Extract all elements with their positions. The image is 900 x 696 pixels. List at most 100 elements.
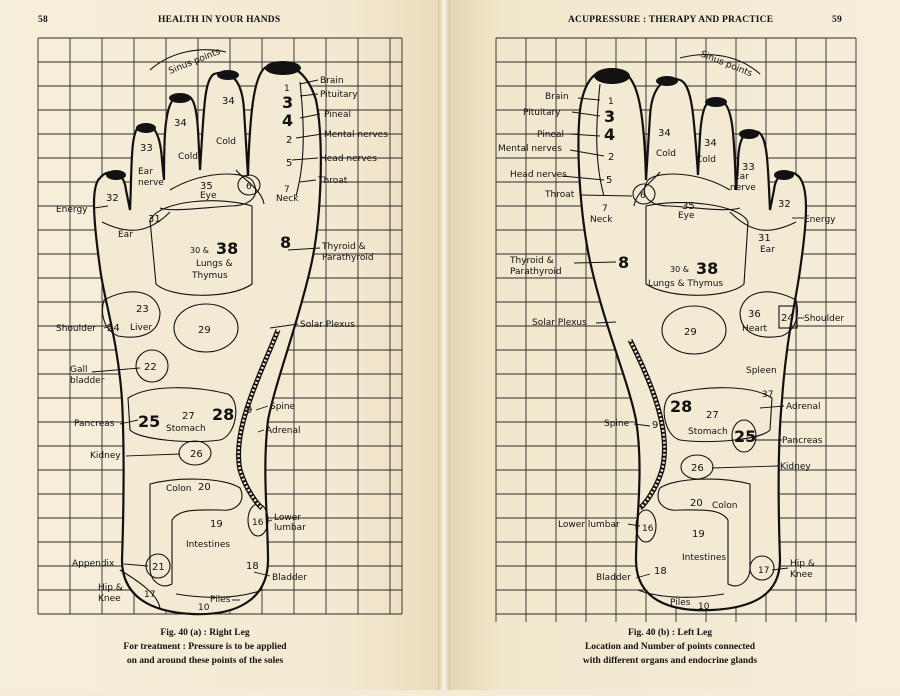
left-point-38: 38: [216, 239, 238, 258]
right-point-37: 37: [762, 390, 773, 400]
right-knee-label: Knee: [790, 570, 813, 580]
left-point-19: 19: [210, 519, 223, 530]
left-point-28: 28: [212, 405, 234, 424]
right-point-19: 19: [692, 529, 705, 540]
left-point-17: 17: [144, 590, 155, 600]
left-head-nerves-label: Head nerves: [320, 154, 377, 164]
right-point-33: 33: [742, 162, 755, 173]
left-piles-label: Piles: [210, 595, 231, 605]
right-point-28: 28: [670, 397, 692, 416]
left-point-9: 9: [246, 405, 252, 416]
right-thyroid-label: Thyroid &: [509, 256, 554, 266]
left-point-1: 1: [284, 84, 290, 94]
right-leg-sole-chart: Sinus points Brain Pituitary Pineal Ment…: [37, 37, 403, 616]
left-page-number: 58: [38, 15, 48, 25]
right-intestines-label: Intestines: [682, 553, 726, 563]
right-point-16: 16: [642, 524, 654, 534]
right-zones: [596, 83, 799, 598]
right-point-20: 20: [690, 498, 703, 509]
right-point-27: 27: [706, 410, 719, 421]
left-energy-label: Energy: [56, 205, 88, 215]
right-point-35: 35: [682, 201, 695, 212]
right-spine-label: Spine: [604, 419, 630, 429]
left-brain-label: Brain: [320, 76, 344, 86]
right-adrenal-label: Adrenal: [786, 402, 820, 412]
left-point-35: 35: [200, 181, 213, 192]
left-point-4: 4: [282, 111, 293, 130]
left-caption-line-3: on and around these points of the soles: [126, 656, 284, 666]
left-lumbar-label: lumbar: [274, 523, 306, 533]
right-hip-label: Hip &: [790, 559, 815, 569]
left-solar-label: Solar Plexus: [300, 320, 355, 330]
right-spleen-label: Spleen: [746, 366, 777, 376]
left-intestines-label: Intestines: [186, 540, 230, 550]
left-running-head: HEALTH IN YOUR HANDS: [158, 15, 281, 25]
right-heart-label: Heart: [742, 324, 768, 334]
right-pancreas-label: Pancreas: [782, 436, 823, 446]
left-point-21: 21: [152, 562, 165, 573]
right-point-2: 2: [608, 152, 614, 163]
left-throat-label: Throat: [317, 176, 348, 186]
right-ear-label: Ear: [760, 245, 775, 255]
right-point-17: 17: [758, 566, 769, 576]
right-running-head: ACUPRESSURE : THERAPY AND PRACTICE: [568, 15, 774, 25]
left-leader-lines: [91, 79, 323, 601]
left-point-25: 25: [138, 412, 160, 431]
left-thymus-label: Thymus: [191, 271, 228, 281]
right-solar-label: Solar Plexus: [532, 318, 587, 328]
right-point-29: 29: [684, 327, 697, 338]
right-neck-label: Neck: [590, 215, 613, 225]
right-lungs-label: Lungs & Thymus: [648, 279, 723, 289]
left-lungs-label: Lungs &: [196, 259, 233, 269]
left-adrenal-label: Adrenal: [266, 426, 300, 436]
right-mental-label: Mental nerves: [498, 144, 562, 154]
right-caption-line-1: Fig. 40 (b) : Left Leg: [628, 628, 712, 638]
left-thyroid-label: Thyroid &: [321, 242, 366, 252]
right-energy-label: Energy: [804, 215, 836, 225]
left-point-29: 29: [198, 325, 211, 336]
right-page-number: 59: [832, 15, 842, 25]
left-figure-caption: Fig. 40 (a) : Right Leg For treatment : …: [100, 626, 310, 668]
left-point-23: 23: [136, 304, 149, 315]
right-point-5: 5: [606, 175, 612, 186]
left-point-34b: 34: [222, 96, 235, 107]
right-point-24: 24: [781, 313, 794, 324]
left-point-8: 8: [280, 233, 291, 252]
left-point-16: 16: [252, 518, 264, 528]
left-point-31: 31: [148, 214, 161, 225]
left-bladder-label: Bladder: [272, 573, 307, 583]
left-knee-label: Knee: [98, 594, 121, 604]
right-point-numbers: 1 3 4 2 5 6 7 8 9 10 16 17 18 19 20 24 2…: [602, 97, 794, 612]
left-kidney-label: Kidney: [90, 451, 121, 461]
left-point-32: 32: [106, 193, 119, 204]
right-point-9: 9: [652, 420, 658, 431]
right-point-25: 25: [734, 427, 756, 446]
right-point-18: 18: [654, 566, 667, 577]
right-eye-label: Eye: [678, 211, 695, 221]
left-lower-label: Lower: [274, 513, 301, 523]
left-point-3: 3: [282, 93, 293, 112]
left-hip-label: Hip &: [98, 583, 123, 593]
left-colon-label: Colon: [166, 484, 192, 494]
left-point-18: 18: [246, 561, 259, 572]
right-point-7: 7: [602, 204, 608, 214]
right-30-label: 30 &: [670, 265, 689, 274]
left-point-numbers: 1 3 4 2 5 6 7 8 9 10 16 17 18 19 20 21 2…: [106, 84, 293, 613]
right-caption-line-3: with different organs and endocrine glan…: [582, 656, 758, 666]
left-cold-label-b: Cold: [216, 137, 236, 147]
right-brain-label: Brain: [545, 92, 569, 102]
right-lower-label: Lower lumbar: [558, 520, 620, 530]
right-point-1: 1: [608, 97, 614, 107]
left-point-5: 5: [286, 158, 292, 169]
left-ear-nerve-label-1: Ear: [138, 167, 153, 177]
left-shoulder-label: Shoulder: [56, 324, 96, 334]
left-liver-label: Liver: [130, 323, 152, 333]
right-caption-line-2: Location and Number of points connected: [584, 642, 756, 652]
left-point-10: 10: [198, 603, 210, 613]
right-point-3: 3: [604, 107, 615, 126]
right-spine-band: [627, 338, 667, 510]
right-point-10: 10: [698, 602, 710, 612]
left-point-24: 24: [107, 323, 120, 334]
right-point-32: 32: [778, 199, 791, 210]
